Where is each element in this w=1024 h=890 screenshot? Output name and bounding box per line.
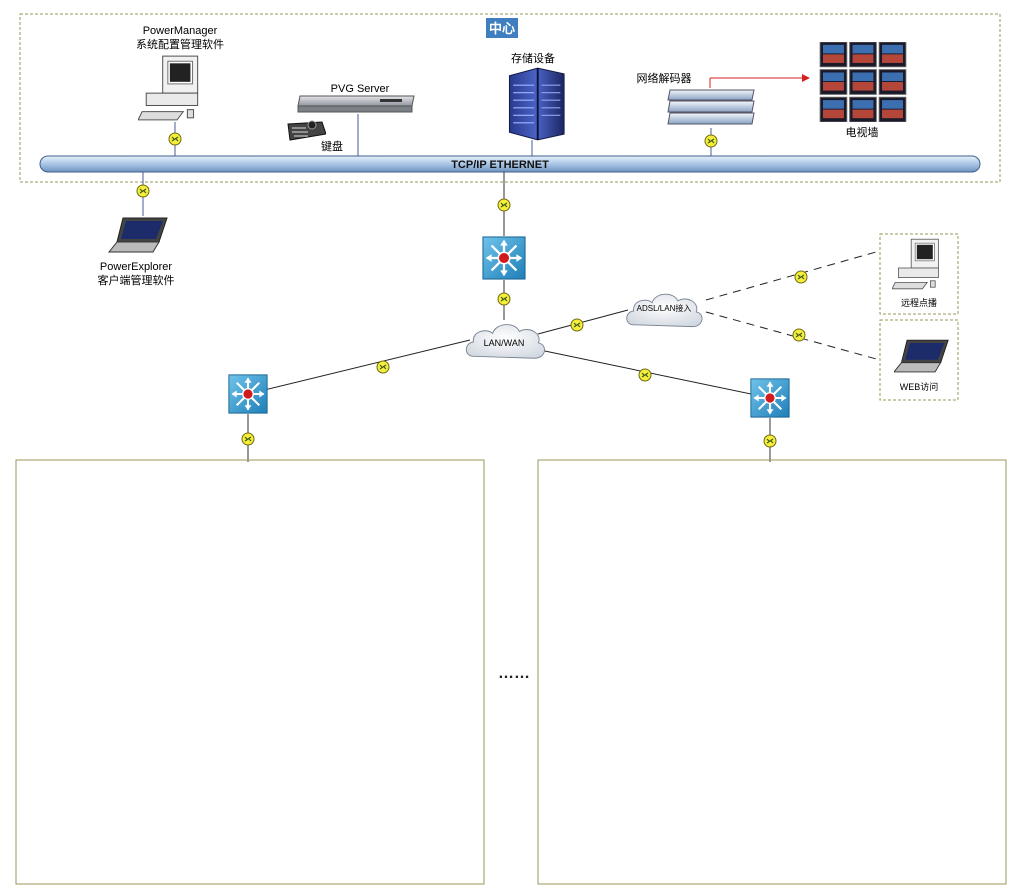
svg-text:键盘: 键盘 — [321, 139, 343, 153]
adsl-cloud: ADSL/LAN接入 — [626, 251, 881, 361]
center-frame — [19, 13, 1001, 183]
svg-text:网络解码器: 网络解码器 — [637, 71, 692, 85]
link-icon — [136, 184, 150, 198]
remote-web-laptop: WEB访问 — [879, 319, 959, 401]
switch-icon — [227, 374, 269, 414]
link-icon — [241, 432, 255, 446]
branch-center-n: 分中心N TCP/IP ETHERNET PowerManager 系统配置管理… — [537, 459, 1007, 885]
svg-text:PowerManager: PowerManager — [143, 25, 218, 37]
link-icon — [497, 198, 511, 212]
center-title: 中心 — [486, 18, 518, 38]
wan-cloud: LAN/WAN — [247, 309, 771, 399]
link-icon — [792, 328, 806, 342]
svg-text:PowerExplorer: PowerExplorer — [100, 261, 172, 273]
center-powermanager-pc: PowerManager 系统配置管理软件 — [136, 25, 224, 156]
svg-text:中心: 中心 — [489, 21, 515, 36]
center-pvg-server: PVG Server 键盘 — [287, 83, 415, 156]
branch1-switch — [227, 374, 269, 462]
remote-play-pc: 远程点播 — [879, 233, 959, 315]
switch-icon — [481, 236, 527, 280]
svg-text:TCP/IP ETHERNET: TCP/IP ETHERNET — [451, 159, 549, 171]
branch-frame: 分中心1 TCP/IP ETHERNET PowerManager 系统配置管理… — [15, 459, 485, 885]
switch-icon — [749, 378, 791, 418]
svg-text:电视墙: 电视墙 — [846, 125, 879, 139]
link-icon — [763, 434, 777, 448]
svg-text:系统配置管理软件: 系统配置管理软件 — [136, 37, 224, 51]
core-switch — [481, 172, 527, 320]
branch-center-1: 分中心1 TCP/IP ETHERNET PowerManager 系统配置管理… — [15, 459, 485, 885]
svg-text:存储设备: 存储设备 — [511, 51, 555, 65]
center-decoder: 网络解码器 — [637, 71, 810, 156]
explorer-laptop: PowerExplorer 客户端管理软件 — [98, 172, 175, 287]
svg-text:WEB访问: WEB访问 — [900, 381, 939, 392]
center-ethernet-bus: TCP/IP ETHERNET — [39, 155, 981, 173]
center-storage: 存储设备 — [508, 51, 566, 156]
svg-text:ADSL/LAN接入: ADSL/LAN接入 — [637, 303, 692, 313]
link-icon — [638, 368, 652, 382]
center-tv-wall: 电视墙 — [819, 42, 907, 139]
branchN-switch — [749, 378, 791, 462]
svg-text:客户端管理软件: 客户端管理软件 — [98, 273, 175, 287]
link-icon — [376, 360, 390, 374]
link-icon — [704, 134, 718, 148]
link-icon — [497, 292, 511, 306]
svg-text:PVG Server: PVG Server — [331, 83, 390, 95]
svg-text:远程点播: 远程点播 — [901, 297, 937, 308]
ellipsis-text: …… — [498, 665, 530, 682]
branch-frame: 分中心N TCP/IP ETHERNET PowerManager 系统配置管理… — [537, 459, 1007, 885]
link-icon — [570, 318, 584, 332]
link-icon — [794, 270, 808, 284]
link-icon — [168, 132, 182, 146]
svg-text:LAN/WAN: LAN/WAN — [484, 338, 525, 348]
